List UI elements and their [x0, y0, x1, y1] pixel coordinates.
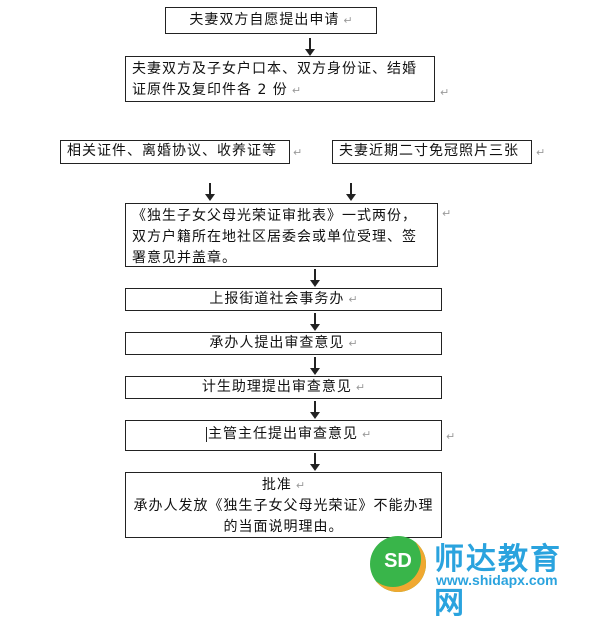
paragraph-mark-icon: ↵ — [442, 207, 452, 220]
arrow-down-icon — [205, 183, 215, 201]
step-final: 批准↵ 承办人发放《独生子女父母光荣证》不能办理的当面说明理由。 — [125, 472, 442, 538]
watermark-logo: SD 师达教育网 www.shidapx.com — [370, 532, 585, 621]
text-cursor — [206, 426, 207, 442]
paragraph-mark-icon: ↵ — [362, 428, 372, 441]
step-apply: 夫妻双方自愿提出申请↵ — [165, 7, 377, 34]
arrow-down-icon — [310, 269, 320, 287]
logo-badge-text: SD — [384, 550, 412, 572]
paragraph-mark-icon: ↵ — [293, 146, 303, 159]
paragraph-mark-icon: ↵ — [295, 479, 306, 492]
arrow-down-icon — [305, 38, 315, 56]
logo-badge-icon: SD — [370, 536, 426, 592]
arrow-down-icon — [310, 357, 320, 375]
arrow-down-icon — [310, 401, 320, 419]
step-director-review: 主管主任提出审查意见 ↵ — [125, 420, 442, 451]
arrow-down-icon — [310, 313, 320, 331]
step-approval-form-text: 《独生子女父母光荣证审批表》一式两份，双方户籍所在地社区居委会或单位受理、签署意… — [132, 208, 417, 266]
step-photos: 夫妻近期二寸免冠照片三张 — [332, 140, 532, 164]
step-handler-review: 承办人提出审查意见↵ — [125, 332, 442, 355]
step-final-title: 批准↵ — [261, 477, 306, 493]
step-certificates-text: 相关证件、离婚协议、收养证等 — [67, 143, 277, 159]
step-handler-review-text: 承办人提出审查意见 — [209, 335, 345, 351]
paragraph-mark-icon: ↵ — [343, 14, 353, 27]
paragraph-mark-icon: ↵ — [291, 84, 302, 97]
paragraph-mark-icon: ↵ — [536, 146, 546, 159]
step-documents-text: 夫妻双方及子女户口本、双方身份证、结婚证原件及复印件各 2 份 — [132, 61, 417, 98]
arrow-down-icon — [346, 183, 356, 201]
step-assistant-review: 计生助理提出审查意见↵ — [125, 376, 442, 399]
step-street-office: 上报街道社会事务办↵ — [125, 288, 442, 311]
step-approval-form: 《独生子女父母光荣证审批表》一式两份，双方户籍所在地社区居委会或单位受理、签署意… — [125, 203, 438, 267]
logo-name: 师达教育网 — [434, 542, 562, 621]
step-director-review-text: 主管主任提出审查意见 — [208, 426, 358, 442]
paragraph-mark-icon: ↵ — [348, 293, 358, 306]
step-certificates: 相关证件、离婚协议、收养证等 — [60, 140, 290, 164]
arrow-down-icon — [310, 453, 320, 471]
paragraph-mark-icon: ↵ — [348, 337, 358, 350]
step-photos-text: 夫妻近期二寸免冠照片三张 — [339, 143, 519, 159]
step-final-text: 承办人发放《独生子女父母光荣证》不能办理的当面说明理由。 — [133, 498, 434, 535]
paragraph-mark-icon: ↵ — [446, 430, 456, 443]
step-assistant-review-text: 计生助理提出审查意见 — [201, 379, 352, 395]
step-apply-text: 夫妻双方自愿提出申请 — [189, 12, 340, 28]
step-street-office-text: 上报街道社会事务办 — [209, 291, 345, 307]
logo-url: www.shidapx.com — [436, 572, 558, 588]
step-documents: 夫妻双方及子女户口本、双方身份证、结婚证原件及复印件各 2 份↵ — [125, 56, 435, 102]
paragraph-mark-icon: ↵ — [440, 86, 450, 99]
paragraph-mark-icon: ↵ — [355, 381, 366, 394]
